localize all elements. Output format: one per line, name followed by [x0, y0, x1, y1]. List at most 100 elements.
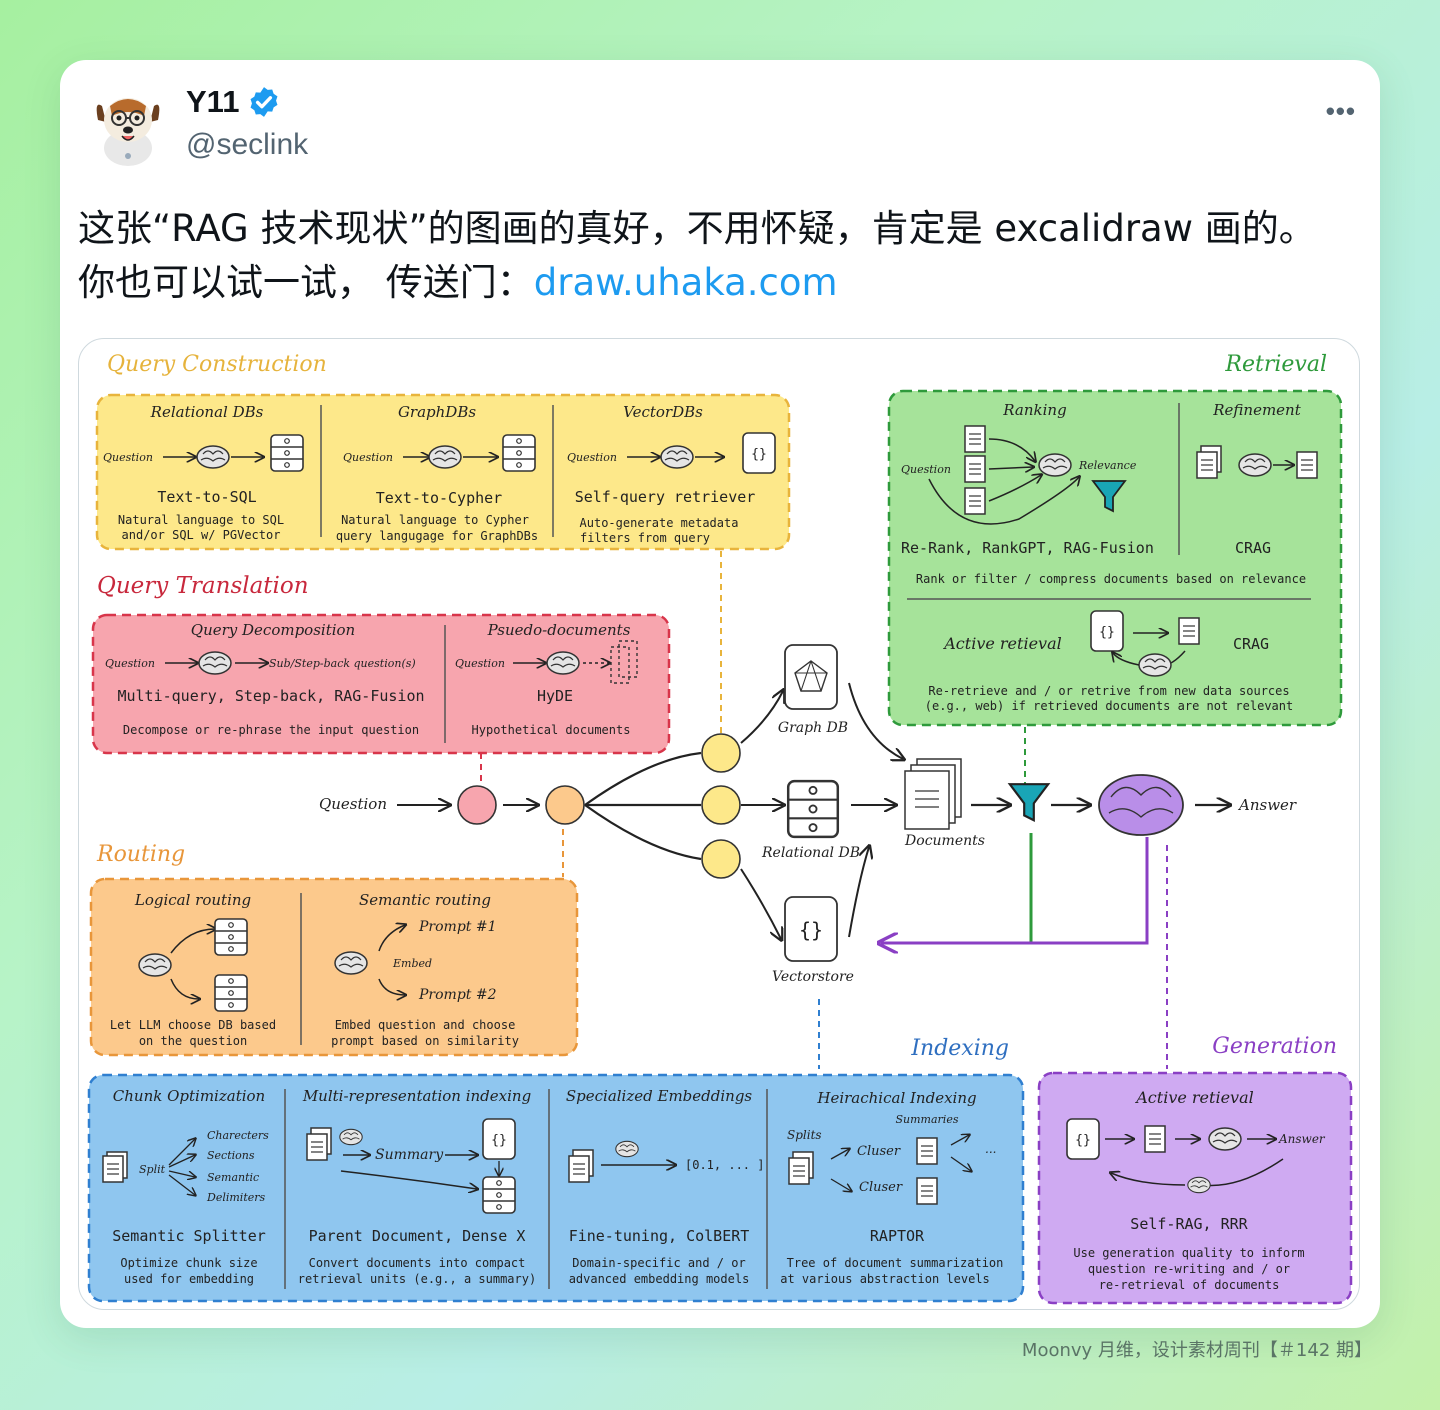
qc-method: Self-query retriever — [575, 488, 756, 506]
vectorstore-icon — [742, 432, 776, 474]
qc-col-title: Relational DBs — [150, 403, 264, 421]
tweet-line-2: 你也可以试一试， 传送门：draw.uhaka.com — [78, 256, 1368, 310]
qc-graph: GraphDBs Question Text-to-Cypher Natural… — [336, 403, 538, 543]
index-desc: Tree of document summarization — [787, 1256, 1004, 1270]
document-icon — [1196, 451, 1218, 479]
split-option: Sections — [207, 1149, 255, 1162]
routing-logical: Logical routing Let LLM choose DB based … — [110, 891, 276, 1048]
active-label: Active retieval — [942, 634, 1061, 653]
routing-node — [545, 785, 585, 825]
routing-desc: prompt based on similarity — [331, 1034, 519, 1048]
routing-col-title: Semantic routing — [359, 891, 491, 909]
index-desc: Optimize chunk size — [120, 1256, 257, 1270]
index-method: Semantic Splitter — [112, 1227, 266, 1245]
active-method: CRAG — [1233, 635, 1269, 653]
split-label: Split — [139, 1163, 166, 1176]
active-desc: Re-retrieve and / or retrive from new da… — [928, 684, 1289, 698]
cluster-label: Cluser — [859, 1180, 903, 1195]
qt-method: Multi-query, Step-back, RAG-Fusion — [117, 687, 424, 705]
prompt-2: Prompt #2 — [418, 987, 497, 1003]
verified-badge-icon — [250, 87, 278, 117]
brain-icon — [339, 1128, 363, 1146]
index-hierarchical: Heirachical Indexing Summaries Splits Cl… — [780, 1089, 1003, 1286]
relevance-label: Relevance — [1078, 459, 1137, 472]
more-icon[interactable]: ••• — [1325, 96, 1356, 126]
graph-db-label: Graph DB — [778, 720, 848, 736]
index-desc: retrieval units (e.g., a summary) — [298, 1272, 536, 1286]
documents-label: Documents — [904, 833, 985, 849]
embed-label: Embed — [392, 957, 432, 970]
routing-semantic: Semantic routing Prompt #1 Embed Prompt … — [331, 891, 519, 1048]
brain-icon — [615, 1140, 639, 1158]
embedding-vector: [0.1, ... ] — [685, 1158, 764, 1172]
brain-icon — [1187, 1176, 1211, 1194]
question-label: Question — [567, 451, 617, 464]
qc-node-graph — [701, 733, 741, 773]
brain-icon — [546, 651, 580, 675]
author-name[interactable]: Y11 — [186, 84, 240, 119]
graph-database-icon — [214, 974, 248, 1012]
ranking-label: Ranking — [1002, 401, 1066, 419]
qt-desc: Hypothetical documents — [472, 723, 631, 737]
llm-brain — [1098, 774, 1184, 836]
qt-title: Query Translation — [97, 573, 309, 599]
brain-icon — [138, 953, 172, 977]
question-label: Question — [103, 451, 153, 464]
center-flow: Question Graph DB — [319, 551, 1297, 1069]
document-icon — [102, 1155, 124, 1183]
qt-output: Sub/Step-back question(s) — [269, 657, 416, 670]
generation-title: Generation — [1212, 1034, 1337, 1059]
author-handle[interactable]: @seclink — [186, 128, 309, 161]
brain-icon — [198, 651, 232, 675]
tweet-link[interactable]: draw.uhaka.com — [533, 261, 838, 304]
index-method: RAPTOR — [870, 1227, 925, 1245]
tweet-line-1: 这张“RAG 技术现状”的图画的真好，不用怀疑，肯定是 excalidraw 画… — [78, 207, 1316, 250]
answer-label: Answer — [1237, 796, 1297, 814]
document-icon — [916, 1137, 938, 1165]
database-icon — [482, 1176, 516, 1214]
document-icon — [1296, 451, 1318, 479]
avatar[interactable] — [84, 80, 172, 168]
document-icon — [964, 487, 986, 515]
gen-answer-label: Answer — [1278, 1132, 1326, 1146]
routing-desc: Embed question and choose — [335, 1018, 516, 1032]
routing-title: Routing — [96, 842, 185, 867]
retrieval-active: Active retieval CRAG Re-retrieve and / o… — [925, 610, 1293, 713]
routing-col-title: Logical routing — [134, 891, 251, 909]
translation-node — [457, 785, 497, 825]
ranking-method: Re-Rank, RankGPT, RAG-Fusion — [901, 539, 1154, 557]
prompt-1: Prompt #1 — [418, 919, 497, 935]
vectorstore-icon — [1090, 610, 1124, 652]
split-option: Delimiters — [206, 1191, 266, 1204]
author-name-row[interactable]: Y11 — [186, 84, 281, 120]
brain-icon — [1038, 453, 1072, 477]
summaries-label: Summaries — [896, 1113, 959, 1126]
qc-col-title: VectorDBs — [623, 403, 703, 421]
vectorstore-label: Vectorstore — [772, 969, 854, 985]
brain-icon — [660, 445, 694, 469]
qc-node-vector — [701, 839, 741, 879]
gen-method: Self-RAG, RRR — [1130, 1215, 1248, 1233]
tweet-image[interactable]: {} Query Construction Relational DBs Que… — [78, 338, 1360, 1310]
qt-panel — [91, 613, 671, 755]
qt-pseudo: Psuedo-documents Question HyDE Hypotheti… — [455, 621, 638, 737]
document-icon — [1178, 617, 1200, 645]
qc-method: Text-to-Cypher — [376, 489, 502, 507]
index-desc: used for embedding — [124, 1272, 254, 1286]
question-label: Question — [901, 463, 951, 476]
routing-desc: Let LLM choose DB based — [110, 1018, 276, 1032]
brain-icon — [428, 445, 462, 469]
qt-col-title: Psuedo-documents — [487, 621, 631, 639]
documents: Documents — [904, 758, 985, 849]
refinement-label: Refinement — [1212, 401, 1301, 419]
index-chunk: Chunk Optimization Split Charecters Sect… — [102, 1087, 269, 1286]
question-label: Question — [105, 657, 155, 670]
ellipsis: ... — [985, 1142, 996, 1156]
database-icon — [214, 918, 248, 956]
brain-icon — [1208, 1127, 1242, 1151]
qc-desc: Auto-generate metadata — [580, 516, 739, 530]
cluster-label: Cluser — [857, 1144, 901, 1159]
indexing-title: Indexing — [910, 1036, 1009, 1061]
ranking-desc: Rank or filter / compress documents base… — [916, 572, 1306, 586]
brain-icon — [334, 951, 368, 975]
